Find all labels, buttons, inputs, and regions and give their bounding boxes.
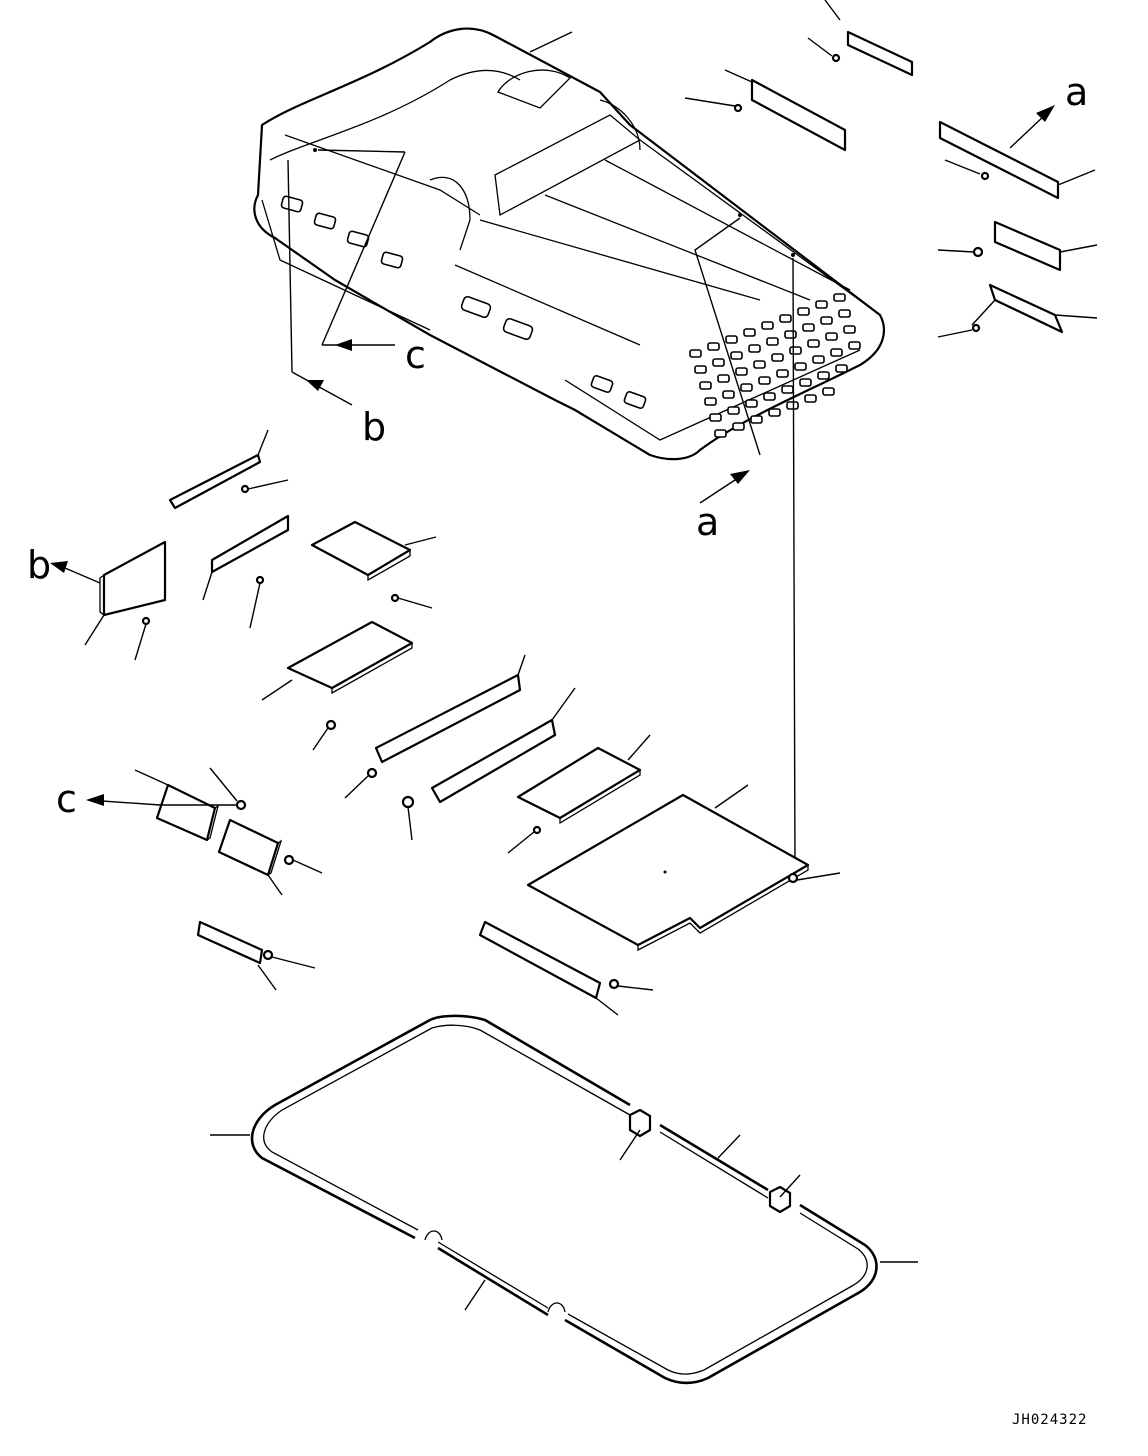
arrow-a-top — [1036, 105, 1055, 122]
lower-left-parts — [134, 767, 654, 1016]
vent-grille — [689, 293, 861, 438]
label-a-top: a — [1065, 70, 1088, 114]
upper-right-strips — [684, 0, 1098, 338]
label-b-left: b — [27, 543, 51, 587]
label-b-top: b — [362, 405, 386, 449]
label-a-bottom: a — [696, 500, 719, 544]
view-labels: a a c b b c JH024322 — [27, 70, 1088, 1428]
cab-cover — [253, 27, 886, 869]
window-seal-frame — [210, 1014, 918, 1385]
arrow-b-left — [50, 561, 68, 573]
middle-parts — [84, 429, 651, 854]
arrow-c-top — [335, 339, 352, 351]
arrow-a-bottom — [730, 470, 750, 484]
label-c-top: c — [405, 333, 426, 377]
arrow-b-top — [306, 380, 324, 391]
view-arrows — [50, 105, 1055, 806]
drawing-code: JH024322 — [1012, 1412, 1087, 1428]
arrow-c-left — [86, 794, 104, 806]
label-c-left: c — [56, 777, 77, 821]
floor-plate — [526, 784, 841, 952]
